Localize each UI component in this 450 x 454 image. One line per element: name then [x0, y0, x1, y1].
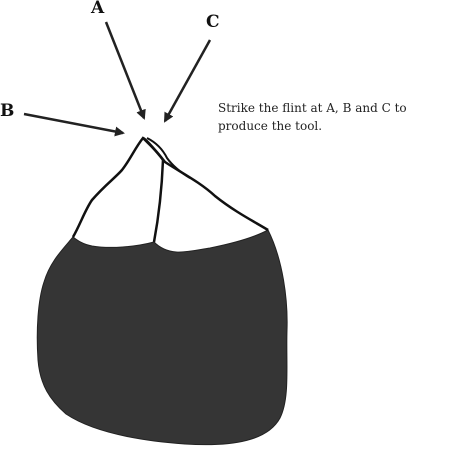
instruction-caption: Strike the flint at A, B and C to produc…: [218, 101, 407, 133]
flint-core-shape: [36, 229, 288, 446]
label-b: B: [0, 101, 15, 121]
arrow-a: [104, 21, 146, 120]
arrow-c: [163, 39, 212, 123]
label-a: A: [91, 0, 105, 18]
flint-tip-detail: [146, 137, 191, 179]
label-c: C: [206, 12, 220, 32]
flint-ridge-line: [142, 137, 165, 243]
flint-flake-outline: [71, 136, 269, 238]
arrow-b: [23, 112, 125, 137]
